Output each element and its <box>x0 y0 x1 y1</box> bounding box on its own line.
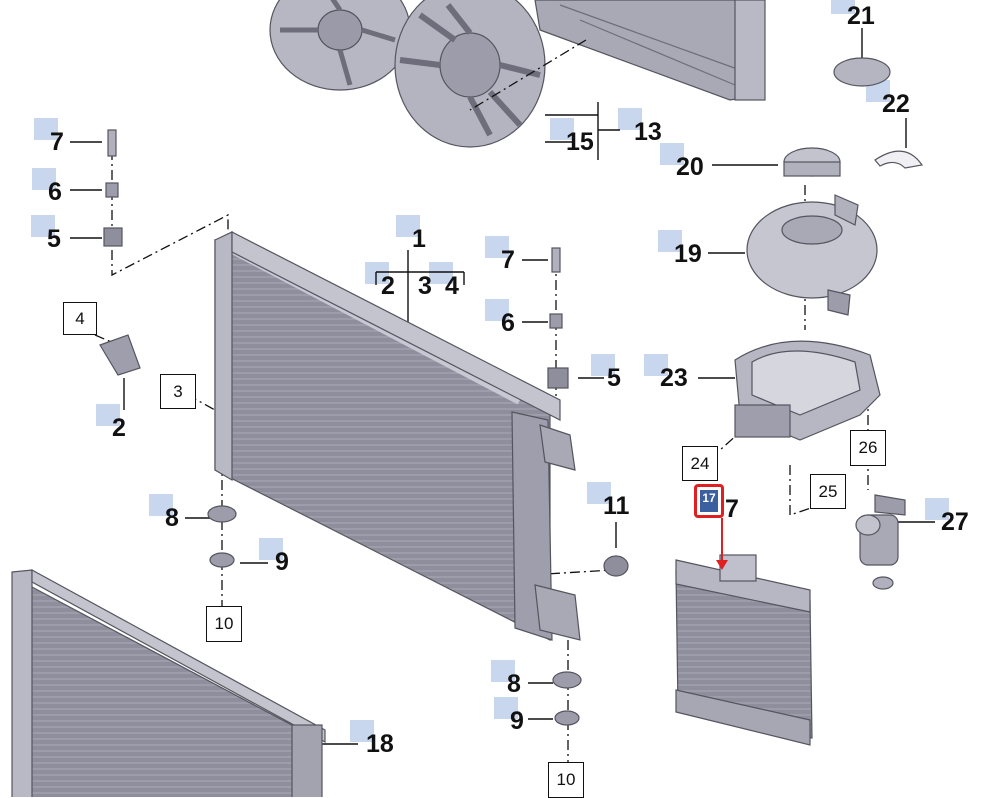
callout-8-right: 8 <box>491 660 521 697</box>
callout-2-group: 2 <box>365 262 395 299</box>
boxed-label-4: 4 <box>63 302 97 335</box>
callout-6-right: 6 <box>485 299 515 336</box>
callout-5-left: 5 <box>31 215 61 252</box>
callout-7-left: 7 <box>34 118 64 155</box>
boxed-label-24: 24 <box>682 446 718 481</box>
highlighted-label-17[interactable]: 17 <box>694 484 724 518</box>
callout-3-group: 3 <box>418 272 432 300</box>
main-radiator <box>214 231 581 641</box>
boxed-label-25: 25 <box>810 474 846 509</box>
callout-15: 15 <box>550 118 594 155</box>
callout-23: 23 <box>644 354 688 391</box>
callout-6-left: 6 <box>32 168 62 205</box>
callout-11: 11 <box>587 482 629 519</box>
callout-1: 1 <box>396 215 426 252</box>
highlight-arrow <box>716 518 728 570</box>
callout-5-right: 5 <box>591 354 621 391</box>
callout-13: 13 <box>618 108 662 145</box>
coolant-pump <box>855 494 906 590</box>
fasteners <box>99 129 629 726</box>
callout-9-left: 9 <box>259 538 289 575</box>
leader-lines <box>70 28 935 745</box>
callout-4-group: 4 <box>429 262 459 299</box>
callout-20: 20 <box>660 143 704 180</box>
cap-21 <box>833 57 891 87</box>
callout-9-right: 9 <box>494 697 524 734</box>
fan-assembly <box>269 0 766 148</box>
highlighted-label-17-text: 17 <box>700 490 718 512</box>
callout-27: 27 <box>925 498 969 535</box>
auxiliary-radiator <box>675 554 813 746</box>
tank-bracket <box>734 340 881 441</box>
radiator-18 <box>11 568 326 797</box>
boxed-label-3: 3 <box>160 374 196 409</box>
callout-2: 2 <box>96 404 126 441</box>
callout-22: 22 <box>866 80 910 117</box>
seal-22 <box>874 150 924 169</box>
boxed-label-26: 26 <box>850 430 886 466</box>
callout-7-right: 7 <box>485 236 515 273</box>
callout-21: 21 <box>831 0 875 29</box>
callout-19: 19 <box>658 230 702 267</box>
boxed-label-10-left: 10 <box>206 606 242 642</box>
callout-17-digit: 7 <box>725 495 739 523</box>
expansion-tank <box>746 57 924 316</box>
callout-8-left: 8 <box>149 494 179 531</box>
callout-18: 18 <box>350 720 394 757</box>
boxed-label-10-right: 10 <box>548 762 584 798</box>
